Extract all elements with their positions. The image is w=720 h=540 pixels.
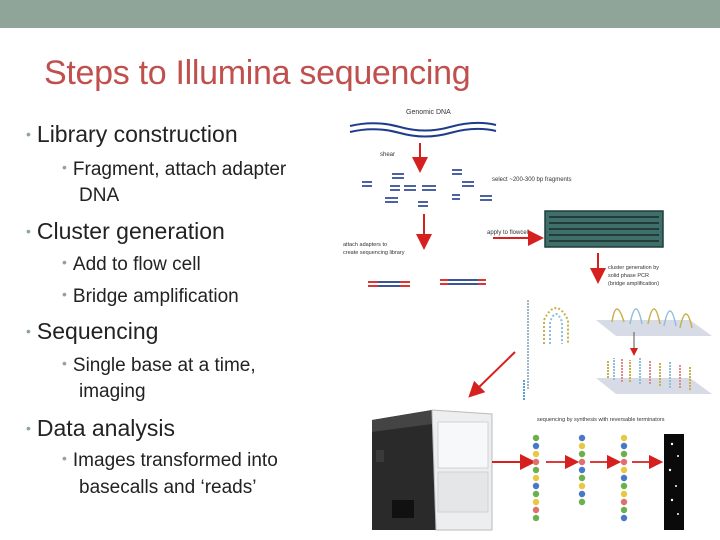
- flowcell-image: [544, 210, 664, 248]
- bullet-dot-icon: •: [62, 355, 67, 371]
- bullet-fragment-cont: DNA: [79, 185, 120, 206]
- sequencer-arrow: [468, 351, 516, 398]
- sbs-label: sequencing by synthesis with reversable …: [537, 417, 665, 423]
- bullet-flowcell: •Add to flow cell: [62, 254, 201, 275]
- bullet-dot-icon: •: [26, 223, 31, 239]
- bullet-single-base-cont: imaging: [79, 381, 146, 402]
- select-label: select ~200-300 bp fragments: [492, 177, 572, 183]
- attach-label-line2: create sequencing library: [343, 250, 405, 256]
- bullet-images: •Images transformed into: [62, 450, 278, 471]
- shear-label: shear: [380, 152, 395, 158]
- bridge-amplification-illustration: [523, 300, 712, 400]
- top-banner: [0, 0, 720, 28]
- bullet-sequencing: •Sequencing: [26, 318, 159, 344]
- bullet-dot-icon: •: [26, 420, 31, 436]
- apply-label: apply to flowcell: [487, 230, 529, 236]
- genomic-dna-label: Genomic DNA: [406, 109, 451, 116]
- cluster-label-line2: solid phase PCR: [608, 273, 649, 279]
- bullet-analysis: •Data analysis: [26, 415, 175, 441]
- bullet-dot-icon: •: [62, 159, 67, 175]
- library-fragments: [368, 279, 486, 287]
- bullet-single-base: •Single base at a time,: [62, 355, 256, 376]
- attach-label-line1: attach adapters to: [343, 242, 387, 248]
- bullet-dot-icon: •: [26, 126, 31, 142]
- bullet-fragment: •Fragment, attach adapter: [62, 159, 287, 180]
- bullet-library: •Library construction: [26, 121, 238, 147]
- cluster-label-line1: cluster generation by: [608, 265, 659, 271]
- illumina-workflow-figure: Genomic DNA shear select ~200-300 bp fra…: [343, 109, 712, 531]
- cluster-label-line3: (bridge amplification): [608, 281, 659, 287]
- bullet-dot-icon: •: [62, 450, 67, 466]
- fluorescence-image-strip: [664, 434, 684, 530]
- sequencer-instrument-image: [372, 409, 493, 531]
- bullet-images-cont: basecalls and ‘reads’: [79, 477, 257, 498]
- bullet-dot-icon: •: [26, 323, 31, 339]
- genomic-dna-strands: [349, 121, 497, 138]
- sbs-bead-strands: [532, 434, 664, 522]
- slide-title: Steps to Illumina sequencing: [44, 54, 471, 92]
- bullet-cluster: •Cluster generation: [26, 218, 225, 244]
- bullet-dot-icon: •: [62, 254, 67, 270]
- bullet-bridge: •Bridge amplification: [62, 286, 239, 307]
- bullet-dot-icon: •: [62, 286, 67, 302]
- dna-fragments: [362, 169, 492, 207]
